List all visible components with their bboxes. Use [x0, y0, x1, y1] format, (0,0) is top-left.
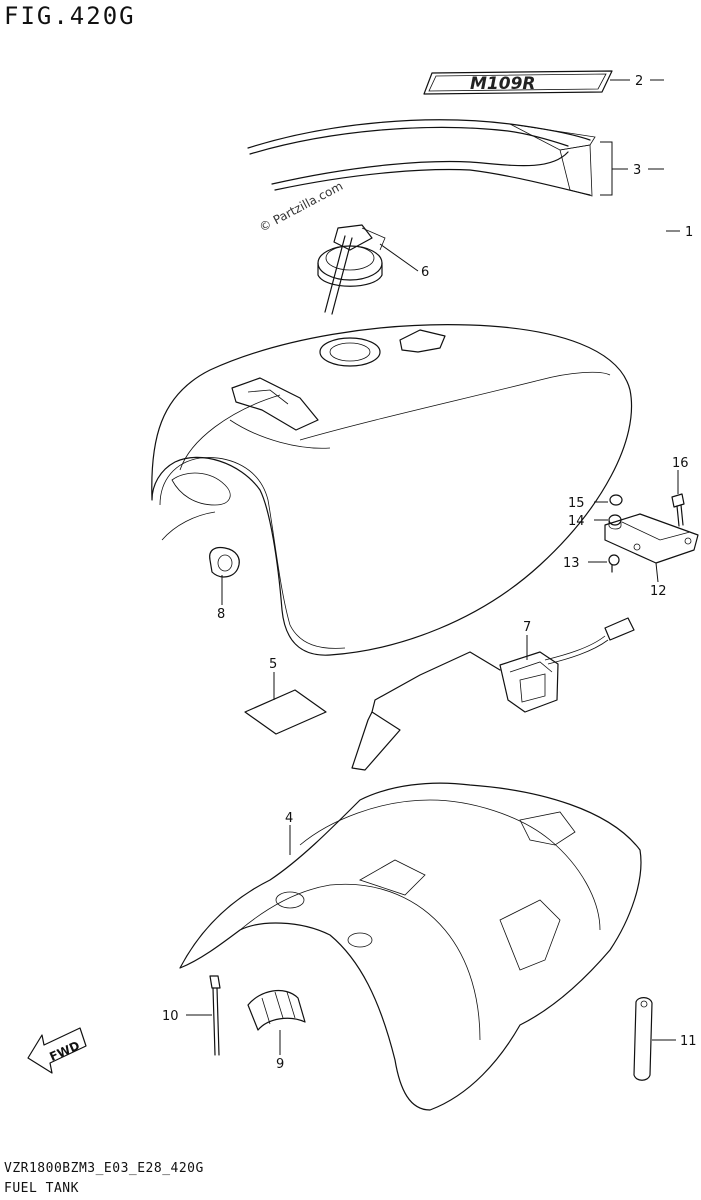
- callout-15[interactable]: 15: [568, 496, 585, 511]
- part-nut[interactable]: [608, 494, 623, 530]
- callout-labels: 2 3 1 6 16 15 14 13 12 7 5 8 4 10 9 11: [162, 74, 697, 1072]
- part-fuel-tank[interactable]: [151, 324, 633, 656]
- callout-11[interactable]: 11: [680, 1034, 697, 1049]
- footer-name: FUEL TANK: [4, 1181, 79, 1196]
- callout-13[interactable]: 13: [563, 556, 580, 571]
- figure-title: FIG.420G: [4, 2, 136, 30]
- part-clamp[interactable]: [247, 989, 306, 1031]
- callout-16[interactable]: 16: [672, 456, 689, 471]
- part-cable-tie[interactable]: [209, 975, 221, 1056]
- callout-12[interactable]: 12: [650, 584, 667, 599]
- callout-3[interactable]: 3: [633, 163, 641, 178]
- part-emblem[interactable]: M109R: [423, 70, 613, 95]
- callout-2[interactable]: 2: [635, 74, 643, 89]
- callout-5[interactable]: 5: [269, 657, 277, 672]
- callout-14[interactable]: 14: [568, 514, 585, 529]
- callout-9[interactable]: 9: [276, 1057, 284, 1072]
- callout-6[interactable]: 6: [421, 265, 429, 280]
- callout-7[interactable]: 7: [523, 620, 531, 635]
- part-stripes[interactable]: [247, 119, 596, 197]
- part-label[interactable]: [244, 689, 327, 735]
- part-fuel-sensor[interactable]: [351, 617, 635, 771]
- part-bracket-plate[interactable]: [604, 513, 699, 564]
- part-bolt[interactable]: [671, 493, 685, 527]
- footer-code: VZR1800BZM3_E03_E28_420G: [4, 1161, 204, 1176]
- callout-8[interactable]: 8: [217, 607, 225, 622]
- part-cushion[interactable]: [209, 546, 240, 578]
- callout-1[interactable]: 1: [685, 225, 693, 240]
- callout-10[interactable]: 10: [162, 1009, 179, 1024]
- callout-4[interactable]: 4: [285, 811, 293, 826]
- watermark-text: © Partzilla.com: [257, 179, 345, 235]
- part-tank-cover[interactable]: [179, 782, 642, 1111]
- leader-lines: [186, 79, 680, 1055]
- part-screw[interactable]: [608, 554, 620, 573]
- part-strap[interactable]: [633, 997, 653, 1081]
- part-fuel-cap[interactable]: [317, 224, 386, 315]
- fwd-arrow-icon: FWD: [27, 1027, 87, 1074]
- emblem-text: M109R: [470, 74, 536, 94]
- fwd-label: FWD: [47, 1038, 81, 1064]
